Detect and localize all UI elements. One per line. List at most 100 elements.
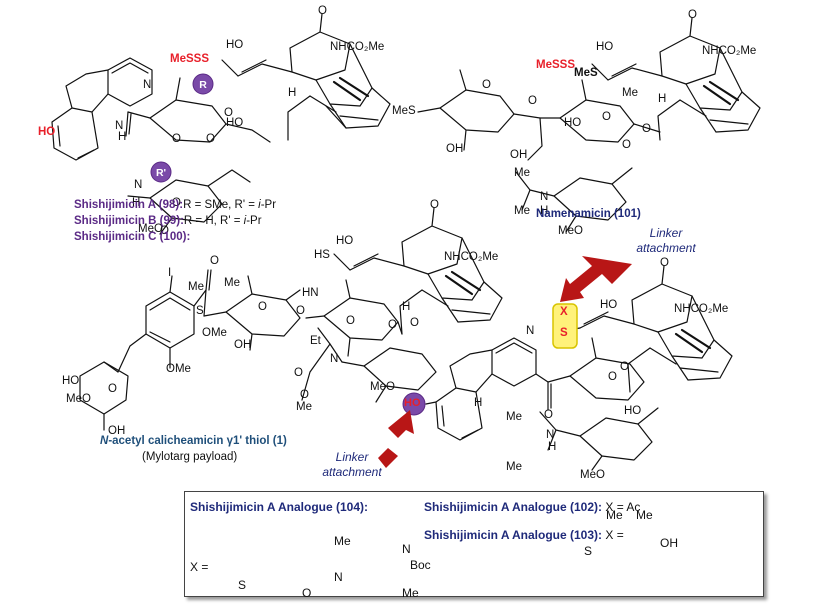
atom-label-top_left-10: O [172, 133, 181, 145]
legend-a104: Shishijimicin A Analogue (104): [190, 500, 369, 514]
atom-label-calich-17: OH [234, 339, 251, 351]
atom-label-calich-20: HO [62, 375, 79, 387]
atom-label-analog-8: O [620, 361, 629, 373]
atom-label-analog-2: NHCO₂Me [674, 303, 728, 315]
ho-highlight-circle [402, 392, 426, 416]
atom-label-top_left-11: O [206, 133, 215, 145]
namenamicin-structure [417, 17, 761, 233]
legend-chain-label-4: N [402, 542, 411, 556]
atom-label-top_left-7: HO [226, 117, 243, 129]
atom-label-calich-8: O [258, 301, 267, 313]
atom-label-calich-11: HN [302, 287, 319, 299]
atom-label-calich-13: O [388, 319, 397, 331]
atom-label-calich-3: HS [314, 249, 330, 261]
atom-label-top_right-20: Me [514, 205, 530, 217]
atom-label-top_right-16: Me [514, 167, 530, 179]
atom-label-top_left-2: NHCO₂Me [330, 41, 384, 53]
atom-label-top_left-4: R [199, 79, 207, 91]
linker-label-bottom: Linker attachment [322, 450, 382, 479]
atom-label-top_left-9: H [118, 131, 126, 143]
atom-label-top_left-3: MeSSS [170, 53, 209, 65]
atom-label-analog-5: N [526, 325, 534, 337]
analogue-legend-box [184, 491, 764, 597]
atom-label-calich-5: S [196, 305, 204, 317]
legend-chain-label-0: S [238, 578, 247, 592]
atom-label-top_right-19: MeO [558, 225, 583, 237]
atom-label-calich-1: HO [336, 235, 353, 247]
atom-label-analog-9: O [608, 371, 617, 383]
atom-label-calich-7: Me [224, 277, 240, 289]
atom-label-top_left-18: O [172, 197, 181, 209]
label-mylotarg: (Mylotarg payload) [142, 451, 238, 463]
legend-chain-label-2: Me [334, 534, 351, 548]
xs-s-text: S [560, 327, 568, 339]
atom-label-analog-14: MeO [580, 469, 605, 481]
atom-label-calich-24: N [330, 353, 338, 365]
atom-label-analog-11: N [546, 429, 554, 441]
legend-r103-label-1: Me [636, 508, 653, 522]
legend-chain-label-3: N [334, 570, 343, 584]
linker-arrow-bottom [378, 410, 414, 468]
atom-label-analog-7: O [544, 409, 553, 421]
atom-label-top_left-19: MeO [138, 223, 163, 235]
atom-label-analog-1: HO [600, 299, 617, 311]
atom-label-calich-19: O [108, 383, 117, 395]
atom-label-analog-6: H [474, 397, 482, 409]
atom-label-analog-15: Me [506, 461, 522, 473]
atom-label-top_left-1: HO [226, 39, 243, 51]
atom-label-top_left-16: N [134, 179, 142, 191]
atom-label-top_right-4: MeS [574, 67, 598, 79]
atom-label-analog-10: HO [624, 405, 641, 417]
atom-label-top_right-14: OH [446, 143, 463, 155]
calicheamicin-structure [79, 207, 503, 431]
atom-label-top_right-15: OH [510, 149, 527, 161]
legend-a103: Shishijimicin A Analogue (103): X = [424, 528, 624, 542]
atom-label-top_left-6: N [143, 79, 151, 91]
atom-label-top_right-6: H [658, 93, 666, 105]
atom-label-top_left-14: O [160, 225, 169, 237]
atom-label-top_right-12: O [642, 123, 651, 135]
legend-a102: Shishijimicin A Analogue (102): X = Ac [424, 500, 641, 514]
atom-label-top_right-10: HO [564, 117, 581, 129]
legend-x-equals: X = [190, 560, 209, 574]
atom-label-top_left-5: H [288, 87, 296, 99]
atom-label-calich-2: NHCO₂Me [444, 251, 498, 263]
atom-label-top_right-8: O [482, 79, 491, 91]
atom-label-calich-0: O [430, 199, 439, 211]
analogue-structure [425, 265, 733, 471]
atom-label-calich-14: O [410, 317, 419, 329]
label-shishijimicin-b: Shishijimicin B (99):R = H, R' = i-Pr [74, 215, 262, 227]
r-group-circle [192, 73, 214, 95]
atom-label-calich-25: O [294, 367, 303, 379]
label-shishijimicin-a: Shishijimicin A (98):R = SMe, R' = i-Pr [74, 199, 277, 211]
atom-label-analog-13: Me [506, 411, 522, 423]
atom-label-calich-28: MeO [370, 381, 395, 393]
label-calicheamicin: N-acetyl calicheamicin γ1' thiol (1) [100, 435, 287, 447]
atom-label-calich-16: OMe [166, 363, 191, 375]
atom-label-top_right-2: NHCO₂Me [702, 45, 756, 57]
atom-label-top_left-12: O [224, 107, 233, 119]
atom-label-calich-22: OH [108, 425, 125, 437]
atom-label-calich-23: Et [310, 335, 322, 347]
atom-label-analog-12: H [548, 441, 556, 453]
atom-label-top_right-3: MeSSS [536, 59, 575, 71]
atom-label-calich-12: O [346, 315, 355, 327]
atom-label-top_right-5: Me [622, 87, 638, 99]
linker-arrow-top [560, 256, 632, 302]
atom-label-top_left-13: HO [38, 126, 55, 138]
atom-label-top_right-18: H [540, 205, 548, 217]
atom-label-top_right-9: O [528, 95, 537, 107]
legend-r103-label-3: OH [660, 536, 678, 550]
xs-highlight-box [552, 303, 578, 349]
r-prime-group-circle [150, 161, 172, 183]
atom-label-top_right-13: O [622, 139, 631, 151]
atom-label-calich-26: O [300, 389, 309, 401]
atom-label-top_right-17: N [540, 191, 548, 203]
label-shishijimicin-c: Shishijimicin C (100): [74, 231, 191, 243]
ho-highlight-text: HO [404, 397, 421, 409]
legend-chain-label-1: O [302, 586, 312, 600]
atom-label-top_right-7: MeS [392, 105, 416, 117]
atom-label-top_left-15: R' [156, 167, 166, 179]
atom-label-calich-27: Me [296, 401, 312, 413]
